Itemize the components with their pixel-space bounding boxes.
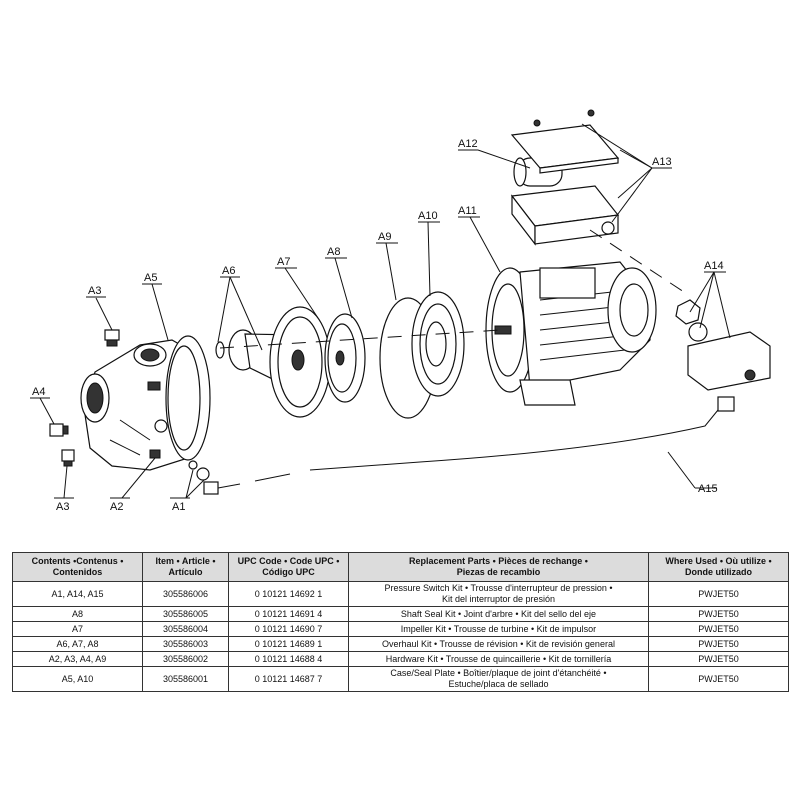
cell-parts: Shaft Seal Kit • Joint d'arbre • Kit del… [348,606,649,622]
plug-left [49,423,69,437]
cell-contents: A5, A10 [12,666,143,692]
cell-parts: Pressure Switch Kit • Trousse d'interrup… [348,581,649,607]
table-row: A6, A7, A8 305586003 0 10121 14689 1 Ove… [12,636,789,652]
cell-contents: A2, A3, A4, A9 [12,651,143,667]
callout-a12: A12 [458,138,478,150]
motor [485,261,657,406]
callout-a3-bottom: A3 [56,501,69,513]
diffuser-assembly [215,306,331,418]
callout-a5: A5 [144,272,157,284]
cell-item: 305586005 [142,606,229,622]
header-where-used: Where Used • Où utilize •Donde utilizado [648,552,789,582]
header-replacement-parts: Replacement Parts • Pièces de rechange •… [348,552,649,582]
callout-a2: A2 [110,501,123,513]
cell-upc: 0 10121 14688 4 [228,651,349,667]
callout-a7: A7 [277,256,290,268]
pressure-tube [217,409,719,489]
table-row: A7 305586004 0 10121 14690 7 Impeller Ki… [12,621,789,637]
table-row: A8 305586005 0 10121 14691 4 Shaft Seal … [12,606,789,622]
cell-where: PWJET50 [648,666,789,692]
callout-a9: A9 [378,231,391,243]
cell-contents: A7 [12,621,143,637]
replacement-parts-table: Contents •Contenus •Contenidos Item • Ar… [12,552,789,692]
cell-parts: Hardware Kit • Trousse de quincaillerie … [348,651,649,667]
cell-item: 305586001 [142,666,229,692]
callout-a13: A13 [652,156,672,168]
cell-parts: Overhaul Kit • Trousse de révision • Kit… [348,636,649,652]
table-row: A5, A10 305586001 0 10121 14687 7 Case/S… [12,666,789,692]
cell-item: 305586003 [142,636,229,652]
leader-lines [30,123,731,499]
table-row: A1, A14, A15 305586006 0 10121 14692 1 P… [12,581,789,607]
cell-contents: A8 [12,606,143,622]
cell-upc: 0 10121 14689 1 [228,636,349,652]
callout-a10: A10 [418,210,438,222]
exploded-parts-diagram: A3 A5 A4 A3 A2 A1 A6 A7 A8 A9 A10 A11 A1… [30,109,771,513]
cell-where: PWJET50 [648,581,789,607]
pressure-switch [675,299,771,412]
cell-upc: 0 10121 14691 4 [228,606,349,622]
cell-upc: 0 10121 14687 7 [228,666,349,692]
pressure-fitting [188,460,219,495]
cell-parts: Impeller Kit • Trousse de turbine • Kit … [348,621,649,637]
cell-where: PWJET50 [648,606,789,622]
cell-upc: 0 10121 14692 1 [228,581,349,607]
header-upc: UPC Code • Code UPC •Código UPC [228,552,349,582]
cell-where: PWJET50 [648,621,789,637]
callout-a6: A6 [222,265,235,277]
cell-where: PWJET50 [648,636,789,652]
header-contents: Contents •Contenus •Contenidos [12,552,143,582]
seal-plate [411,291,465,397]
callout-a1: A1 [172,501,185,513]
callout-a3-top: A3 [88,285,101,297]
cell-where: PWJET50 [648,651,789,667]
cell-item: 305586002 [142,651,229,667]
callout-a11: A11 [458,205,477,217]
cell-contents: A1, A14, A15 [12,581,143,607]
cell-item: 305586004 [142,621,229,637]
header-item: Item • Article •Artículo [142,552,229,582]
table-row: A2, A3, A4, A9 305586002 0 10121 14688 4… [12,651,789,667]
callout-a4: A4 [32,386,45,398]
drain-plug-top [104,329,120,347]
impeller [324,313,366,403]
callout-a14: A14 [704,260,724,272]
terminal-box-cover [510,109,620,174]
table-header-row: Contents •Contenus •Contenidos Item • Ar… [12,552,789,582]
callout-a15: A15 [698,483,718,495]
cell-parts: Case/Seal Plate • Boîtier/plaque de join… [348,666,649,692]
callout-a8: A8 [327,246,340,258]
drain-plug-bottom [61,449,75,467]
terminal-box [510,185,620,246]
cell-upc: 0 10121 14690 7 [228,621,349,637]
pump-case [80,335,211,471]
cell-item: 305586006 [142,581,229,607]
cell-contents: A6, A7, A8 [12,636,143,652]
